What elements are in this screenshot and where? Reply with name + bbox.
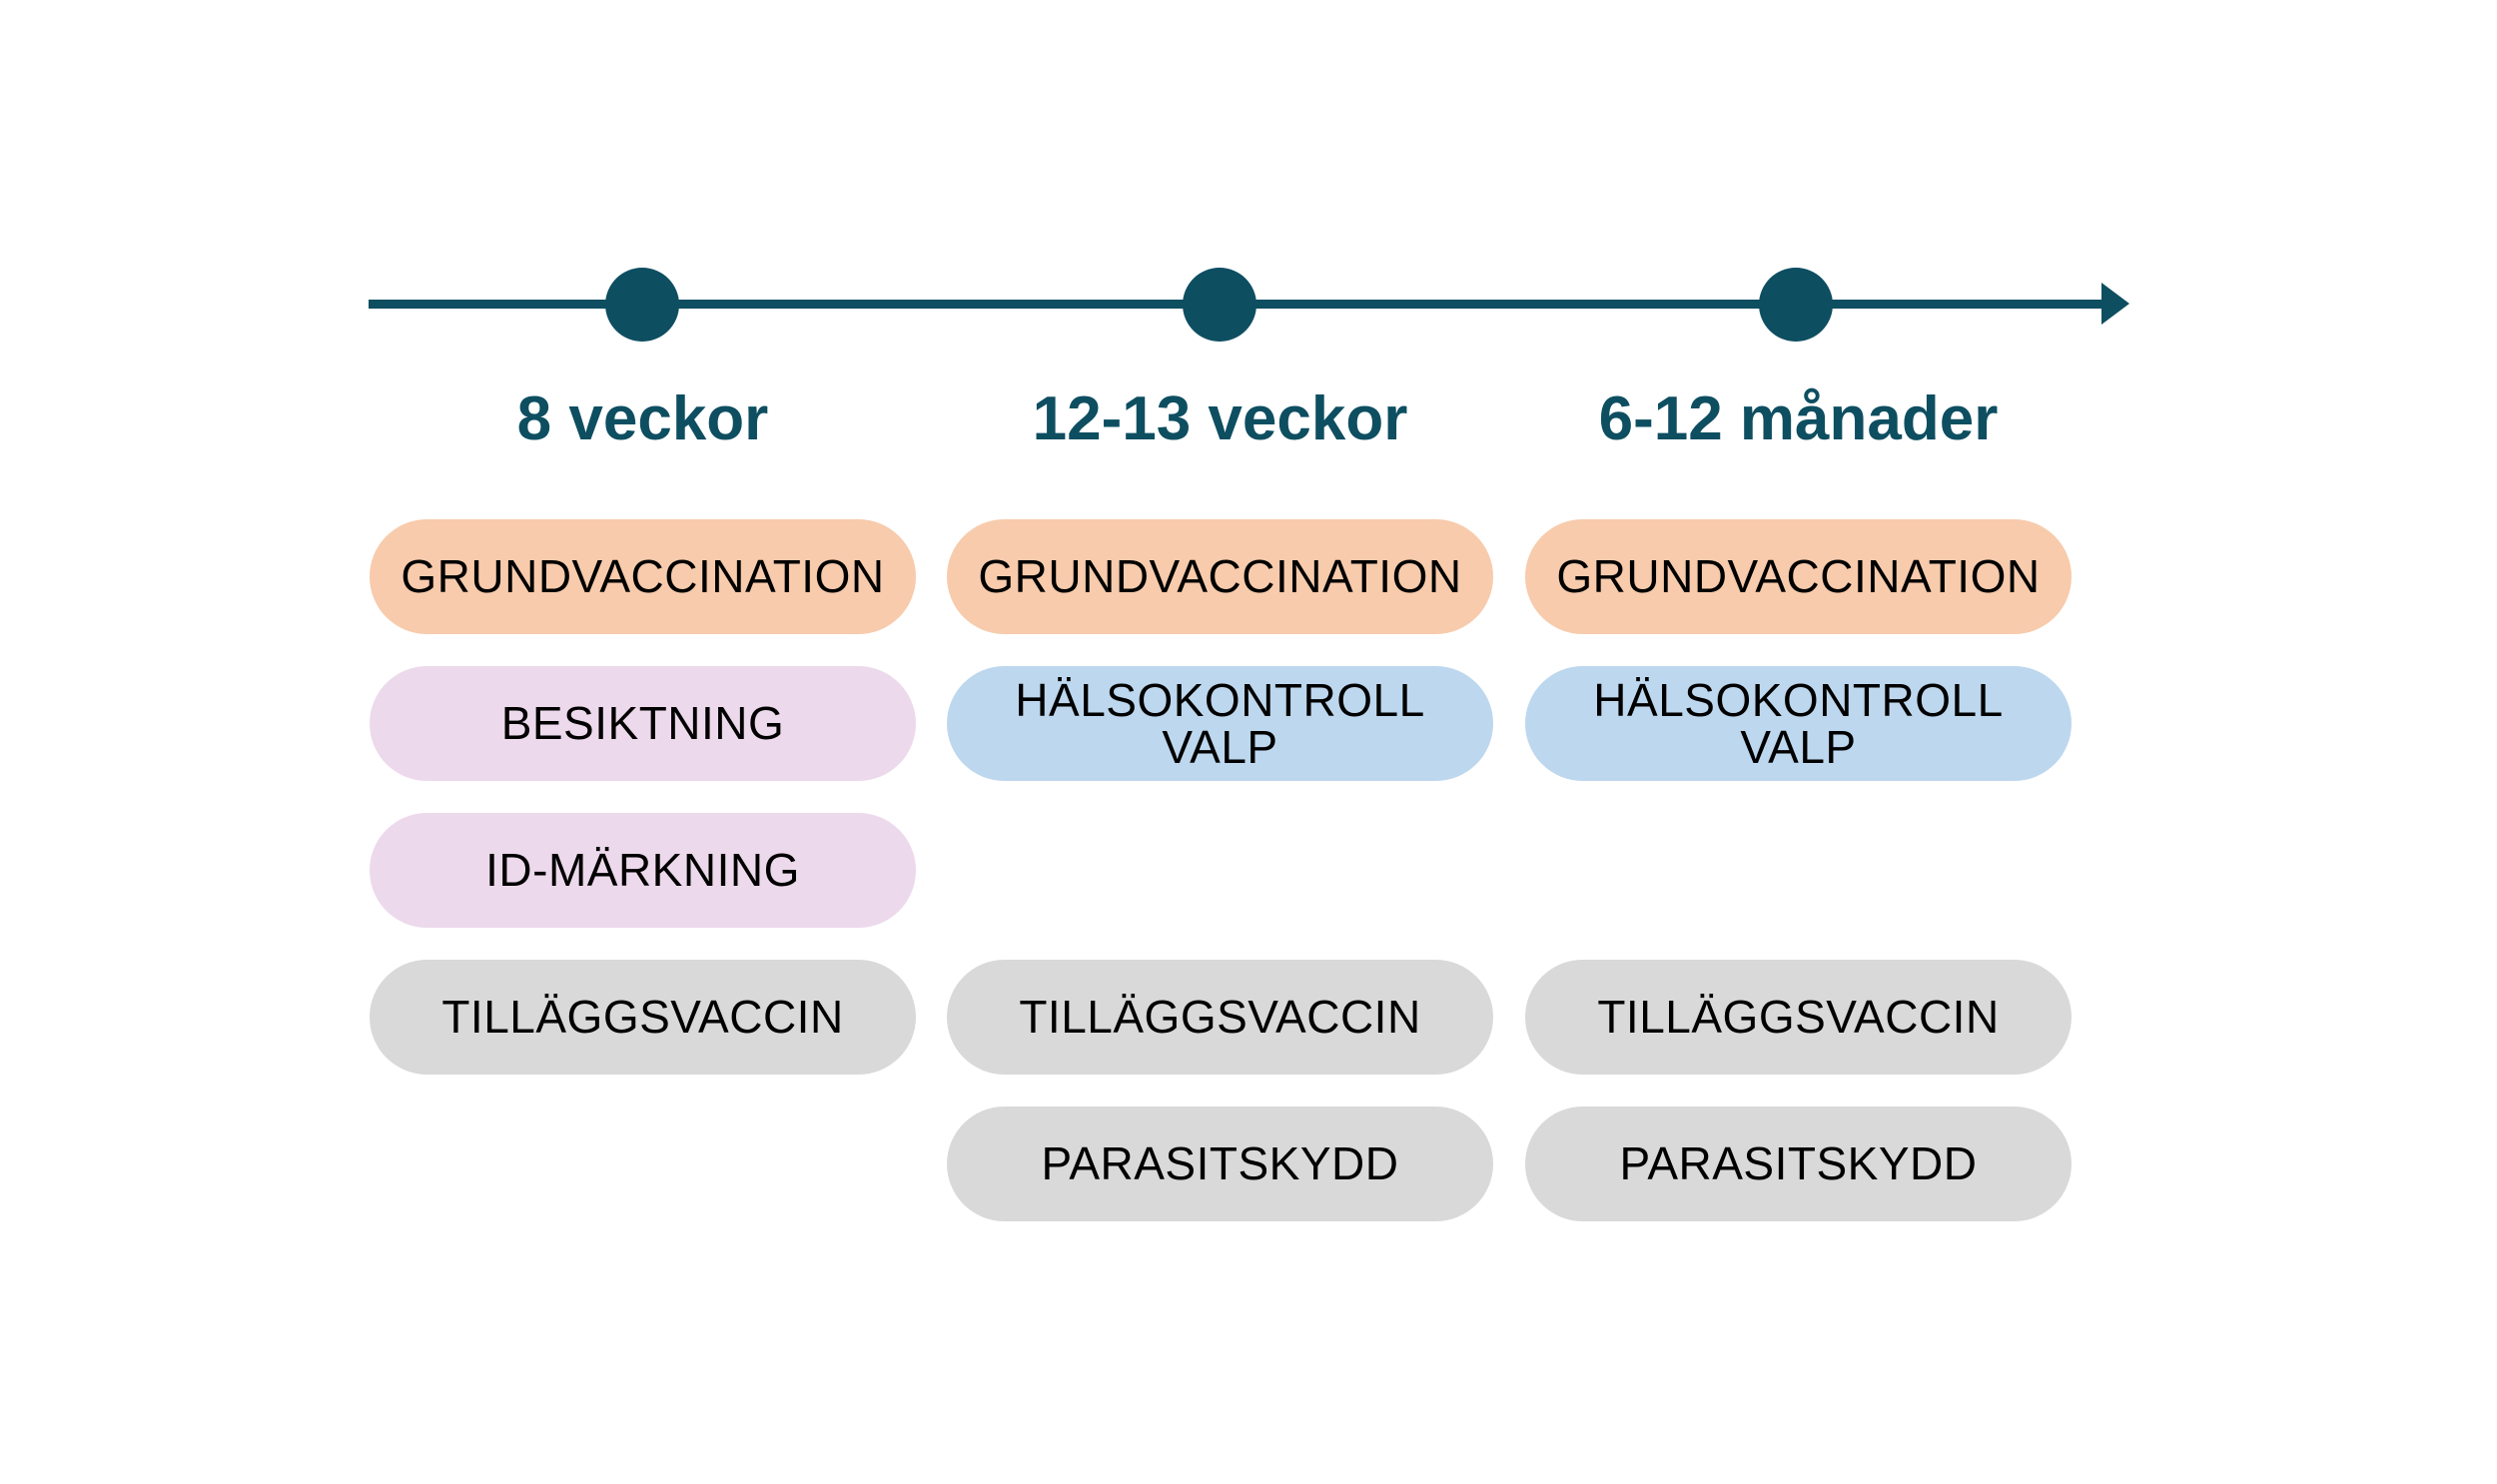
timeline-label-12-13-veckor: 12-13 veckor <box>1032 384 1408 453</box>
pill-tillaggsvaccin-6-12m: TILLÄGGSVACCIN <box>1525 960 2072 1075</box>
pill-parasitskydd-6-12m: PARASITSKYDD <box>1525 1107 2072 1221</box>
pill-halsokontroll-valp-6-12m: HÄLSOKONTROLL VALP <box>1525 666 2072 781</box>
pill-halsokontroll-valp-12-13v: HÄLSOKONTROLL VALP <box>947 666 1493 781</box>
timeline-dot-12-13-veckor <box>1183 268 1256 342</box>
timeline-dot-6-12-manader <box>1759 268 1833 342</box>
pill-grundvaccination-8v: GRUNDVACCINATION <box>370 519 916 634</box>
pill-grundvaccination-12-13v: GRUNDVACCINATION <box>947 519 1493 634</box>
timeline-label-6-12-manader: 6-12 månader <box>1598 384 1999 453</box>
pill-grundvaccination-6-12m: GRUNDVACCINATION <box>1525 519 2072 634</box>
pill-tillaggsvaccin-8v: TILLÄGGSVACCIN <box>370 960 916 1075</box>
pill-tillaggsvaccin-12-13v: TILLÄGGSVACCIN <box>947 960 1493 1075</box>
pill-id-markning-8v: ID-MÄRKNING <box>370 813 916 928</box>
pill-besiktning-8v: BESIKTNING <box>370 666 916 781</box>
timeline-dot-8-veckor <box>605 268 679 342</box>
timeline-label-8-veckor: 8 veckor <box>516 384 769 453</box>
pill-parasitskydd-12-13v: PARASITSKYDD <box>947 1107 1493 1221</box>
timeline-arrowhead-icon <box>2101 283 2129 325</box>
